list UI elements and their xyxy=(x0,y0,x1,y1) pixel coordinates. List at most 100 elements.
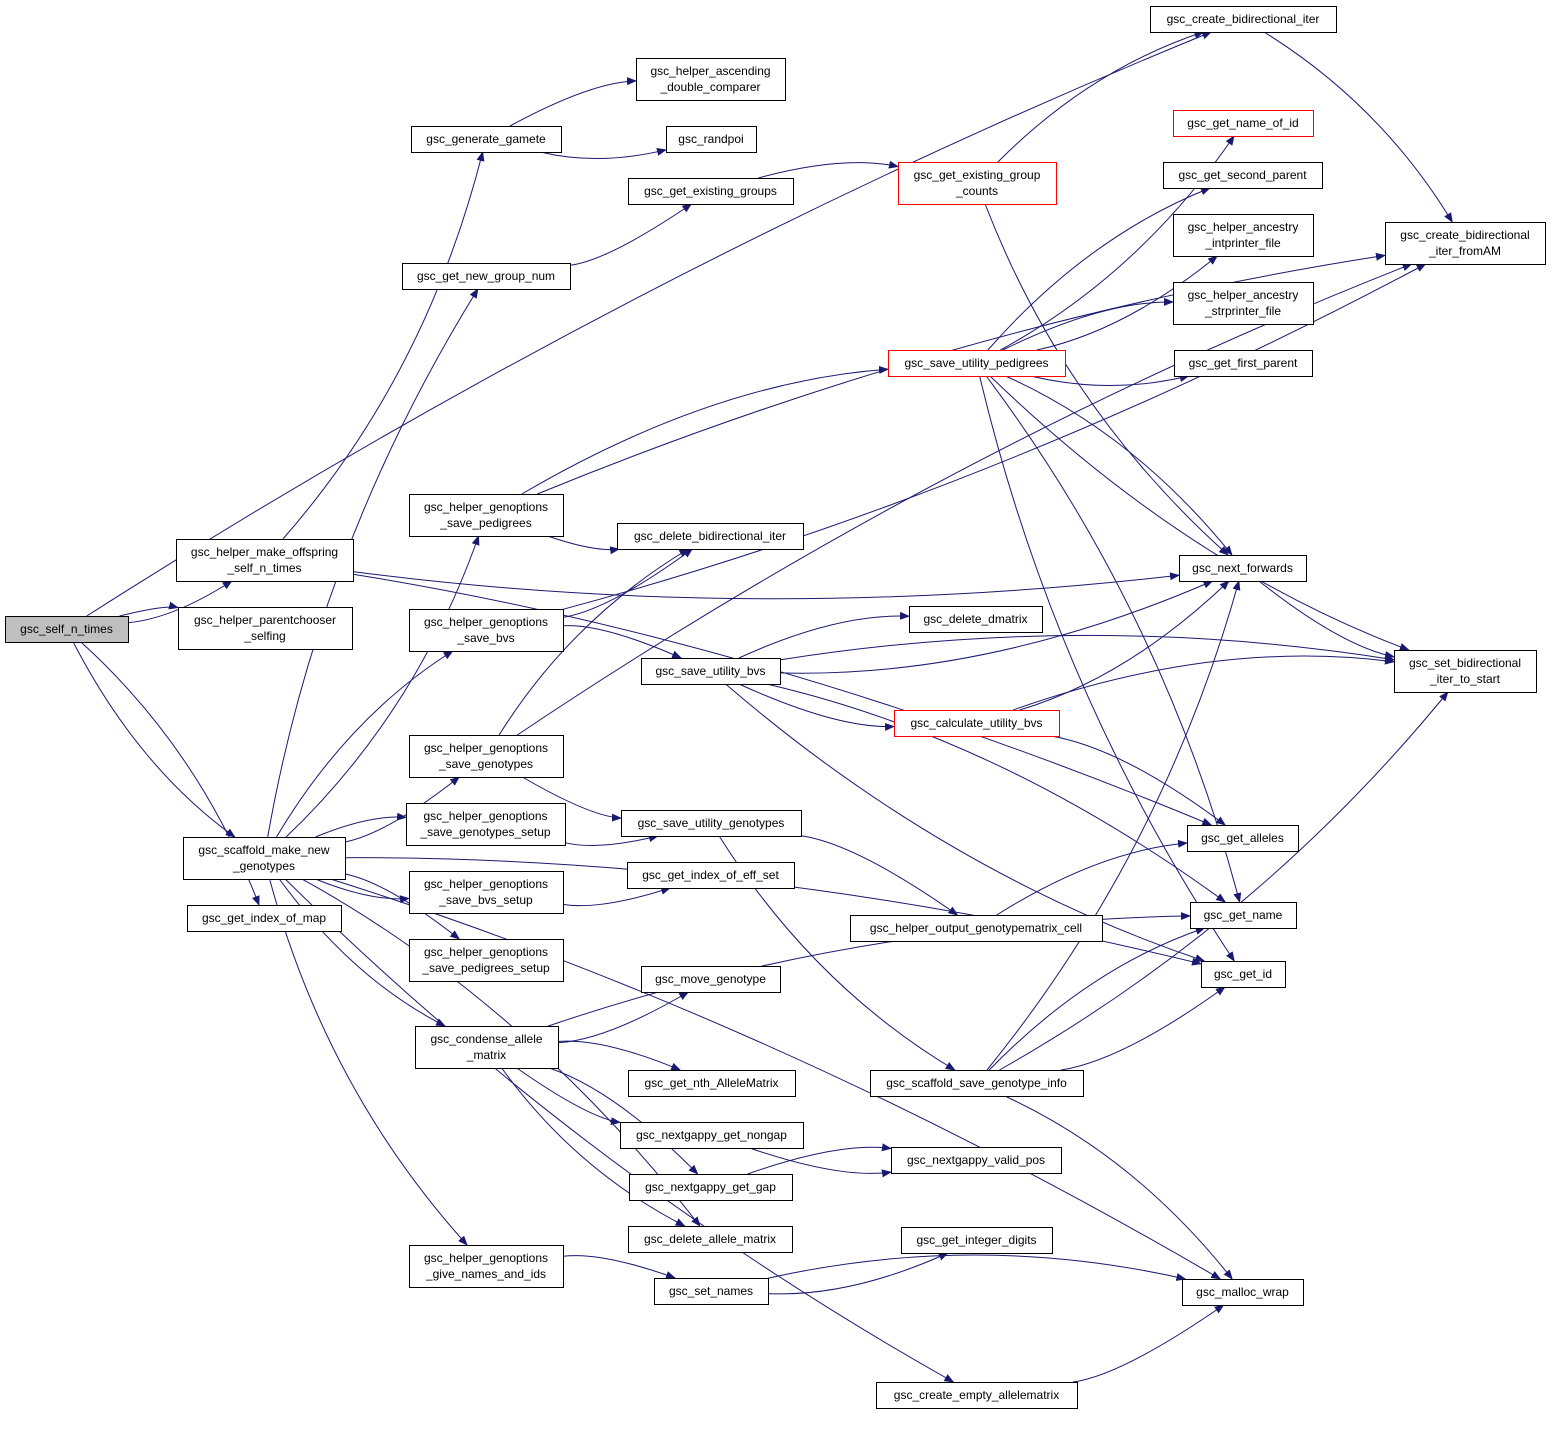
graph-node-gsc-save-utility-pedigrees[interactable]: gsc_save_utility_pedigrees xyxy=(888,350,1066,377)
node-box[interactable] xyxy=(409,609,564,652)
node-box[interactable] xyxy=(617,523,804,550)
graph-node-gsc-helper-make-offspring-self-n-times[interactable]: gsc_helper_make_offspring_self_n_times xyxy=(176,539,354,582)
graph-node-gsc-generate-gamete[interactable]: gsc_generate_gamete xyxy=(411,126,562,153)
node-box[interactable] xyxy=(1173,214,1314,257)
node-box[interactable] xyxy=(628,1226,793,1253)
node-box[interactable] xyxy=(1174,350,1313,377)
graph-node-gsc-get-existing-group-counts[interactable]: gsc_get_existing_group_counts xyxy=(898,162,1057,205)
node-box[interactable] xyxy=(876,1382,1078,1409)
graph-node-gsc-delete-allele-matrix[interactable]: gsc_delete_allele_matrix xyxy=(628,1226,793,1253)
node-box[interactable] xyxy=(628,178,794,205)
graph-node-gsc-helper-ancestry-intprinter-file[interactable]: gsc_helper_ancestry_intprinter_file xyxy=(1173,214,1314,257)
node-box[interactable] xyxy=(415,1026,559,1069)
graph-node-gsc-delete-bidirectional-iter[interactable]: gsc_delete_bidirectional_iter xyxy=(617,523,804,550)
graph-node-gsc-helper-genoptions-save-pedigrees-setup[interactable]: gsc_helper_genoptions_save_pedigrees_set… xyxy=(409,939,564,982)
node-box[interactable] xyxy=(621,810,802,837)
graph-node-gsc-get-new-group-num[interactable]: gsc_get_new_group_num xyxy=(402,263,571,290)
node-box[interactable] xyxy=(1173,110,1314,137)
graph-node-gsc-get-id[interactable]: gsc_get_id xyxy=(1201,961,1286,988)
graph-node-gsc-get-second-parent[interactable]: gsc_get_second_parent xyxy=(1163,162,1323,189)
node-box[interactable] xyxy=(850,915,1103,942)
node-box[interactable] xyxy=(888,350,1066,377)
graph-node-gsc-get-alleles[interactable]: gsc_get_alleles xyxy=(1187,825,1299,852)
node-box[interactable] xyxy=(1394,650,1537,693)
node-box[interactable] xyxy=(666,126,757,153)
graph-node-gsc-nextgappy-get-gap[interactable]: gsc_nextgappy_get_gap xyxy=(629,1174,793,1201)
node-box[interactable] xyxy=(628,1070,796,1097)
node-box[interactable] xyxy=(409,1245,564,1288)
node-box[interactable] xyxy=(1385,222,1546,265)
node-box[interactable] xyxy=(870,1070,1084,1097)
graph-node-gsc-get-index-of-map[interactable]: gsc_get_index_of_map xyxy=(187,905,342,932)
node-box[interactable] xyxy=(1190,902,1297,929)
node-box[interactable] xyxy=(409,494,564,537)
graph-node-gsc-helper-ancestry-strprinter-file[interactable]: gsc_helper_ancestry_strprinter_file xyxy=(1173,282,1314,325)
graph-node-gsc-scaffold-save-genotype-info[interactable]: gsc_scaffold_save_genotype_info xyxy=(870,1070,1084,1097)
graph-node-gsc-helper-parentchooser-selfing[interactable]: gsc_helper_parentchooser_selfing xyxy=(178,607,353,650)
node-box[interactable] xyxy=(1201,961,1286,988)
graph-node-gsc-self-n-times[interactable]: gsc_self_n_times xyxy=(5,616,129,643)
node-box[interactable] xyxy=(641,658,781,685)
graph-node-gsc-create-bidirectional-iter[interactable]: gsc_create_bidirectional_iter xyxy=(1150,6,1337,33)
graph-node-gsc-calculate-utility-bvs[interactable]: gsc_calculate_utility_bvs xyxy=(894,710,1060,737)
node-box[interactable] xyxy=(627,862,795,889)
graph-node-gsc-create-bidirectional-iter-fromam[interactable]: gsc_create_bidirectional_iter_fromAM xyxy=(1385,222,1546,265)
node-box[interactable] xyxy=(176,539,354,582)
graph-node-gsc-helper-genoptions-save-genotypes[interactable]: gsc_helper_genoptions_save_genotypes xyxy=(409,735,564,778)
node-box[interactable] xyxy=(1179,555,1307,582)
node-box[interactable] xyxy=(636,58,786,101)
graph-node-gsc-get-first-parent[interactable]: gsc_get_first_parent xyxy=(1174,350,1313,377)
graph-node-gsc-helper-genoptions-save-bvs-setup[interactable]: gsc_helper_genoptions_save_bvs_setup xyxy=(409,871,564,914)
node-box[interactable] xyxy=(183,837,346,880)
graph-node-gsc-create-empty-allelematrix[interactable]: gsc_create_empty_allelematrix xyxy=(876,1382,1078,1409)
node-box[interactable] xyxy=(898,162,1057,205)
graph-node-gsc-next-forwards[interactable]: gsc_next_forwards xyxy=(1179,555,1307,582)
node-box[interactable] xyxy=(1163,162,1323,189)
graph-node-gsc-helper-genoptions-save-bvs[interactable]: gsc_helper_genoptions_save_bvs xyxy=(409,609,564,652)
graph-node-gsc-move-genotype[interactable]: gsc_move_genotype xyxy=(641,966,781,993)
graph-node-gsc-helper-ascending-double-comparer[interactable]: gsc_helper_ascending_double_comparer xyxy=(636,58,786,101)
graph-node-gsc-scaffold-make-new-genotypes[interactable]: gsc_scaffold_make_new_genotypes xyxy=(183,837,346,880)
node-box[interactable] xyxy=(1150,6,1337,33)
graph-node-gsc-get-name[interactable]: gsc_get_name xyxy=(1190,902,1297,929)
node-box[interactable] xyxy=(178,607,353,650)
graph-node-gsc-condense-allele-matrix[interactable]: gsc_condense_allele_matrix xyxy=(415,1026,559,1069)
node-box[interactable] xyxy=(409,871,564,914)
graph-node-gsc-helper-output-genotypematrix-cell[interactable]: gsc_helper_output_genotypematrix_cell xyxy=(850,915,1103,942)
node-box[interactable] xyxy=(409,939,564,982)
graph-node-gsc-set-names[interactable]: gsc_set_names xyxy=(654,1278,769,1305)
graph-node-gsc-nextgappy-valid-pos[interactable]: gsc_nextgappy_valid_pos xyxy=(891,1147,1062,1174)
node-box[interactable] xyxy=(406,803,566,846)
graph-node-gsc-helper-genoptions-save-pedigrees[interactable]: gsc_helper_genoptions_save_pedigrees xyxy=(409,494,564,537)
node-box[interactable] xyxy=(894,710,1060,737)
graph-node-gsc-helper-genoptions-save-genotypes-setup[interactable]: gsc_helper_genoptions_save_genotypes_set… xyxy=(406,803,566,846)
graph-node-gsc-get-index-of-eff-set[interactable]: gsc_get_index_of_eff_set xyxy=(627,862,795,889)
node-box[interactable] xyxy=(620,1122,804,1149)
graph-node-gsc-set-bidirectional-iter-to-start[interactable]: gsc_set_bidirectional_iter_to_start xyxy=(1394,650,1537,693)
node-box[interactable] xyxy=(5,616,129,643)
graph-node-gsc-get-name-of-id[interactable]: gsc_get_name_of_id xyxy=(1173,110,1314,137)
graph-node-gsc-malloc-wrap[interactable]: gsc_malloc_wrap xyxy=(1182,1279,1304,1306)
graph-node-gsc-helper-genoptions-give-names-and-ids[interactable]: gsc_helper_genoptions_give_names_and_ids xyxy=(409,1245,564,1288)
node-box[interactable] xyxy=(629,1174,793,1201)
node-box[interactable] xyxy=(654,1278,769,1305)
graph-node-gsc-delete-dmatrix[interactable]: gsc_delete_dmatrix xyxy=(909,606,1043,633)
graph-node-gsc-save-utility-genotypes[interactable]: gsc_save_utility_genotypes xyxy=(621,810,802,837)
graph-node-gsc-get-integer-digits[interactable]: gsc_get_integer_digits xyxy=(901,1227,1053,1254)
node-box[interactable] xyxy=(402,263,571,290)
graph-node-gsc-nextgappy-get-nongap[interactable]: gsc_nextgappy_get_nongap xyxy=(620,1122,804,1149)
node-box[interactable] xyxy=(409,735,564,778)
node-box[interactable] xyxy=(411,126,562,153)
node-box[interactable] xyxy=(1187,825,1299,852)
node-box[interactable] xyxy=(1173,282,1314,325)
node-box[interactable] xyxy=(891,1147,1062,1174)
graph-node-gsc-randpoi[interactable]: gsc_randpoi xyxy=(666,126,757,153)
node-box[interactable] xyxy=(641,966,781,993)
node-box[interactable] xyxy=(909,606,1043,633)
graph-node-gsc-save-utility-bvs[interactable]: gsc_save_utility_bvs xyxy=(641,658,781,685)
node-box[interactable] xyxy=(187,905,342,932)
graph-node-gsc-get-nth-allelematrix[interactable]: gsc_get_nth_AlleleMatrix xyxy=(628,1070,796,1097)
graph-node-gsc-get-existing-groups[interactable]: gsc_get_existing_groups xyxy=(628,178,794,205)
node-box[interactable] xyxy=(1182,1279,1304,1306)
node-box[interactable] xyxy=(901,1227,1053,1254)
